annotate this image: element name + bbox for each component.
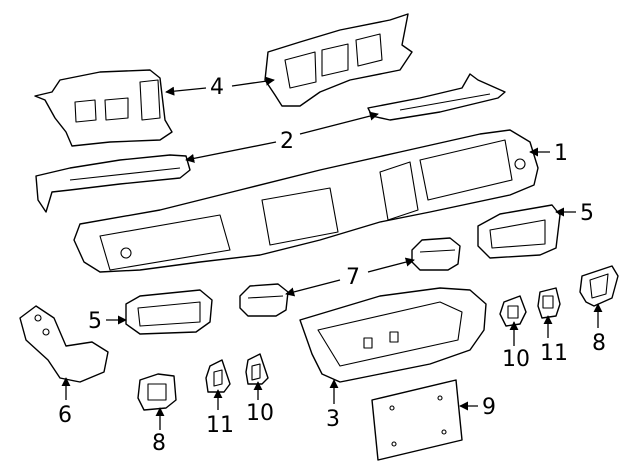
leader-2-right <box>299 111 379 135</box>
leader-4-right <box>231 76 275 87</box>
callout-7: 7 <box>346 265 360 290</box>
part-8-right-bracket[interactable] <box>579 265 619 307</box>
callout-6: 6 <box>58 403 72 428</box>
part-10-left-bracket[interactable] <box>245 353 269 385</box>
part-1-bumper[interactable] <box>73 129 539 273</box>
part-10-right-bracket[interactable] <box>499 295 527 327</box>
leader-2-left <box>185 141 277 163</box>
callout-4: 4 <box>210 75 224 100</box>
part-8-left-bracket[interactable] <box>137 373 177 411</box>
callout-5-left: 5 <box>88 309 102 334</box>
callout-3: 3 <box>326 407 340 432</box>
part-6-tow-hook[interactable] <box>19 305 109 383</box>
callout-8-left: 8 <box>152 431 166 456</box>
callout-8-right: 8 <box>592 331 606 356</box>
callout-9: 9 <box>482 395 496 420</box>
part-9-license-plate[interactable] <box>371 379 463 461</box>
leader-4-left <box>165 86 207 96</box>
callout-11-left: 11 <box>206 413 234 438</box>
part-3-lower-panel[interactable] <box>299 287 487 383</box>
part-11-left-bracket[interactable] <box>205 359 231 393</box>
leader-7-right <box>367 257 415 273</box>
part-4-left-bracket[interactable] <box>34 69 173 147</box>
part-2-right-strip[interactable] <box>367 73 506 121</box>
callout-10-left: 10 <box>246 401 274 426</box>
callout-2: 2 <box>280 129 294 154</box>
leader-7-left <box>285 279 341 297</box>
callout-5-right: 5 <box>580 201 594 226</box>
part-5-left-trim[interactable] <box>125 289 213 335</box>
part-11-right-bracket[interactable] <box>537 287 561 319</box>
part-4-right-bracket[interactable] <box>264 13 413 107</box>
callout-1: 1 <box>554 141 568 166</box>
part-5-right-trim[interactable] <box>477 204 561 259</box>
part-2-left-strip[interactable] <box>35 154 191 213</box>
part-7-left-sensor[interactable] <box>239 283 289 317</box>
callout-11-right: 11 <box>540 341 568 366</box>
part-7-right-sensor[interactable] <box>411 237 461 271</box>
callout-10-right: 10 <box>502 347 530 372</box>
